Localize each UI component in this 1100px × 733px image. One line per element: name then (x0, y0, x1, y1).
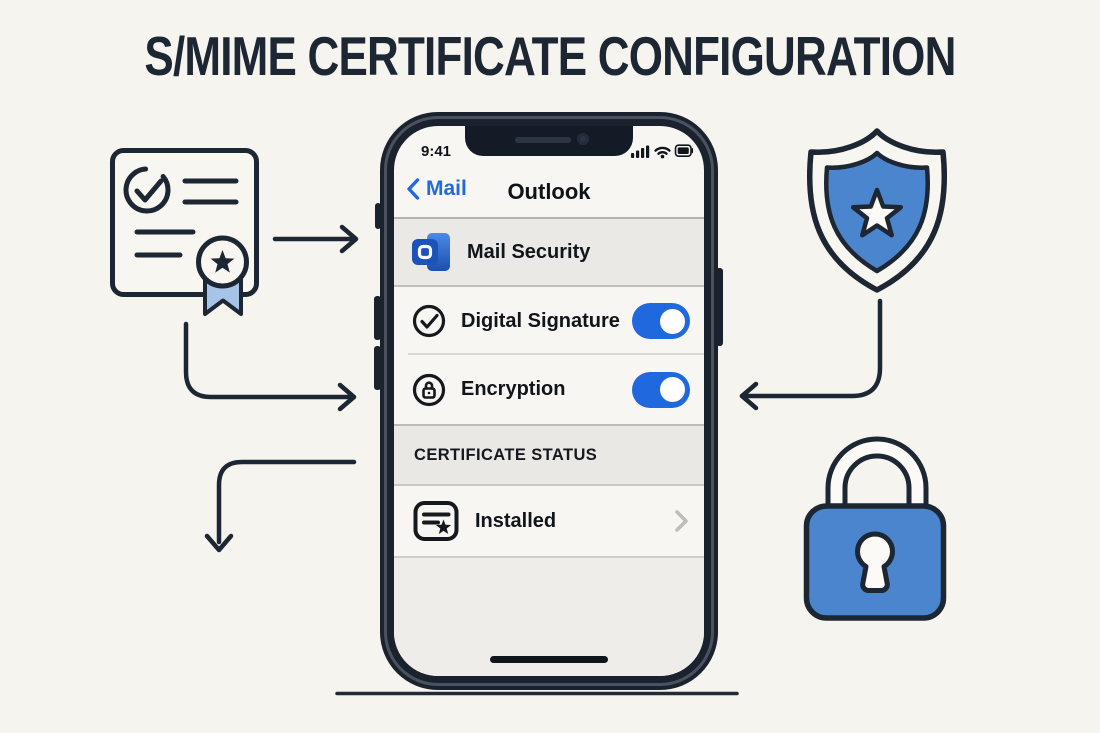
arrow-certificate-bottom-to-phone (183, 321, 357, 412)
phone-screen: 9:41 (394, 126, 704, 676)
back-label: Mail (426, 177, 467, 200)
row-certificate-installed[interactable]: Installed (394, 486, 704, 558)
certificate-badge-icon (413, 501, 459, 541)
arrow-certificate-to-phone (272, 224, 359, 254)
row-label: Encryption (461, 378, 566, 400)
home-indicator[interactable] (490, 656, 608, 663)
section-header-certificate-status: CERTIFICATE STATUS (394, 424, 704, 486)
front-camera-icon (577, 133, 589, 145)
encryption-toggle[interactable] (632, 371, 690, 408)
speaker-grille (515, 137, 571, 143)
phone-notch (465, 126, 633, 156)
chevron-right-icon[interactable] (673, 508, 690, 534)
phone-mute-switch (375, 203, 381, 229)
chevron-left-icon (407, 178, 420, 200)
row-label: Digital Signature (461, 309, 620, 332)
nav-title: Outlook (507, 179, 591, 204)
checkmark-circle-icon (412, 304, 446, 338)
toggle-knob (656, 305, 688, 337)
shield-star-icon (806, 128, 948, 293)
row-label: Mail Security (467, 240, 591, 263)
phone-volume-down-button (374, 346, 381, 390)
arrow-shield-to-phone (739, 298, 883, 411)
lock-circle-icon (412, 373, 446, 406)
outlook-logo-icon (412, 233, 450, 271)
arrow-phone-to-down-left (204, 459, 357, 553)
cellular-signal-icon (631, 145, 650, 158)
nav-bar: Mail Outlook (394, 170, 704, 217)
back-button[interactable]: Mail (406, 177, 467, 201)
padlock-icon (803, 436, 947, 621)
certificate-document-icon (110, 148, 259, 316)
wifi-icon (654, 146, 671, 159)
row-digital-signature[interactable]: Digital Signature (394, 287, 704, 355)
status-icons (631, 144, 693, 159)
phone-power-button (716, 268, 723, 346)
phone-volume-up-button (374, 296, 381, 340)
battery-icon (674, 144, 693, 158)
iphone-mockup: 9:41 (380, 112, 718, 690)
page-title: S/MIME CERTIFICATE CONFIGURATION (144, 25, 956, 87)
status-time: 9:41 (421, 142, 452, 160)
row-encryption[interactable]: Encryption (394, 355, 704, 424)
row-mail-security[interactable]: Mail Security (394, 217, 704, 287)
toggle-knob (656, 374, 688, 405)
settings-list: Mail Security Digital Signature (394, 217, 704, 676)
row-label: Installed (475, 509, 557, 532)
digital-signature-toggle[interactable] (632, 303, 690, 339)
status-bar: 9:41 (394, 126, 704, 170)
